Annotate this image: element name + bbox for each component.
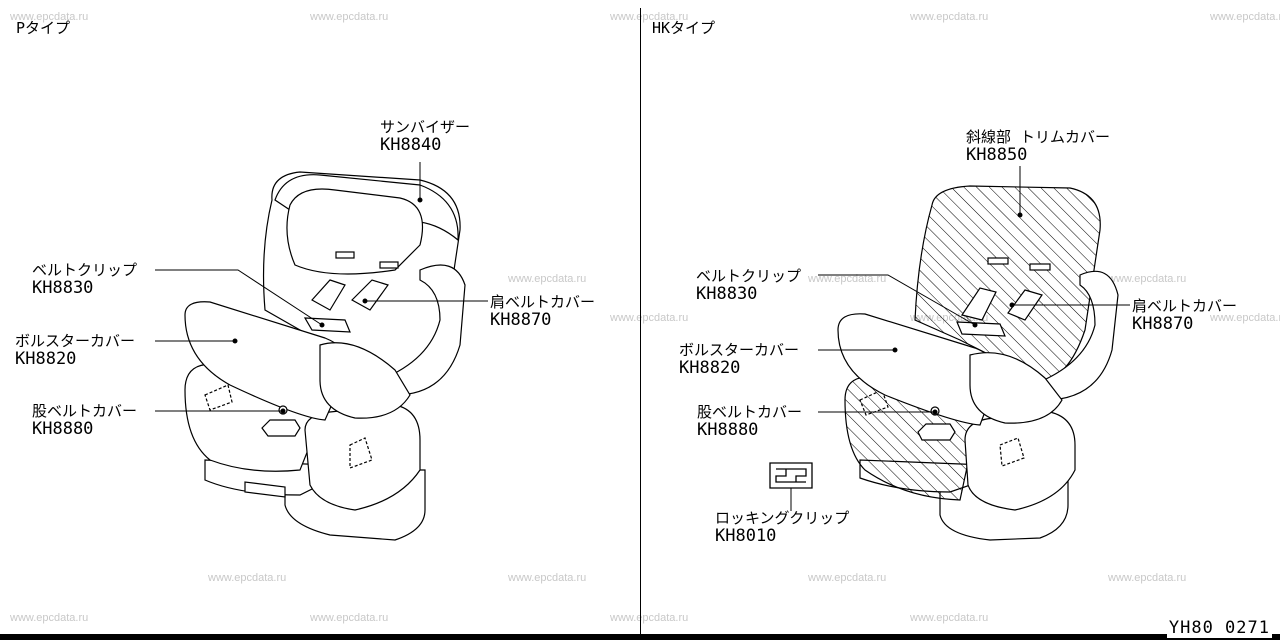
label-shoulder-belt-cover: 肩ベルトカバー KH8870: [1132, 297, 1237, 333]
watermark: www.epcdata.ru: [910, 11, 989, 23]
label-bolster-cover: ボルスターカバー KH8820: [15, 332, 135, 368]
part-name: 股ベルトカバー: [697, 403, 803, 421]
label-crotch-belt-cover: 股ベルトカバー KH8880: [32, 402, 137, 438]
part-name: サンバイザー: [380, 118, 471, 136]
panel-divider: [640, 8, 641, 634]
part-name: ボルスターカバー: [15, 332, 136, 350]
part-code: KH8830: [696, 284, 758, 304]
watermark: www.epcdata.ru: [208, 572, 287, 584]
part-code: KH8870: [490, 310, 552, 330]
part-name: ボルスターカバー: [679, 341, 800, 359]
label-bolster-cover: ボルスターカバー KH8820: [679, 341, 799, 377]
label-belt-clip: ベルトクリップ KH8830: [32, 261, 137, 297]
part-name: 股ベルトカバー: [32, 402, 138, 420]
watermark: www.epcdata.ru: [1108, 273, 1187, 285]
label-trim-cover: 斜線部 トリムカバー KH8850: [966, 128, 1110, 164]
watermark: www.epcdata.ru: [508, 572, 587, 584]
watermark: www.epcdata.ru: [1210, 312, 1280, 324]
part-name: 斜線部 トリムカバー: [966, 128, 1111, 146]
part-name: ロッキングクリップ: [715, 509, 850, 527]
watermark: www.epcdata.ru: [610, 612, 689, 624]
part-name: 肩ベルトカバー: [490, 293, 596, 311]
part-code: KH8820: [679, 358, 741, 378]
part-code: KH8880: [697, 420, 759, 440]
part-code: KH8830: [32, 278, 94, 298]
part-code: KH8850: [966, 145, 1028, 165]
watermark: www.epcdata.ru: [808, 273, 887, 285]
part-code: KH8010: [715, 526, 777, 546]
hk-type-seat-drawing: [837, 185, 1119, 541]
watermark: www.epcdata.ru: [10, 612, 89, 624]
part-code: KH8870: [1132, 314, 1194, 334]
document-id: YH80 0271: [1166, 618, 1272, 638]
watermark: www.epcdata.ru: [508, 273, 587, 285]
label-sunvisor: サンバイザー KH8840: [380, 118, 470, 154]
watermark: www.epcdata.ru: [1210, 11, 1280, 23]
watermark: www.epcdata.ru: [610, 312, 689, 324]
watermark: www.epcdata.ru: [910, 612, 989, 624]
watermark: www.epcdata.ru: [610, 11, 689, 23]
watermark: www.epcdata.ru: [1108, 572, 1187, 584]
watermark: www.epcdata.ru: [10, 11, 89, 23]
part-name: 肩ベルトカバー: [1132, 297, 1238, 315]
part-name: ベルトクリップ: [32, 261, 138, 279]
locking-clip-drawing: [769, 462, 813, 489]
hk-type-title: HKタイプ: [652, 19, 716, 37]
part-code: KH8820: [15, 349, 77, 369]
label-shoulder-belt-cover: 肩ベルトカバー KH8870: [490, 293, 595, 329]
label-locking-clip: ロッキングクリップ KH8010: [715, 509, 849, 545]
watermark: www.epcdata.ru: [310, 612, 389, 624]
p-type-leader-lines: [155, 162, 488, 414]
label-crotch-belt-cover: 股ベルトカバー KH8880: [697, 403, 802, 439]
p-type-title: Pタイプ: [16, 19, 71, 37]
bottom-border: [0, 634, 1280, 640]
hk-type-leader-lines: [790, 166, 1130, 511]
label-belt-clip: ベルトクリップ KH8830: [696, 267, 801, 303]
p-type-seat-drawing: [184, 171, 466, 541]
watermark: www.epcdata.ru: [808, 572, 887, 584]
part-name: ベルトクリップ: [696, 267, 802, 285]
part-code: KH8880: [32, 419, 94, 439]
part-code: KH8840: [380, 135, 442, 155]
watermark: www.epcdata.ru: [310, 11, 389, 23]
